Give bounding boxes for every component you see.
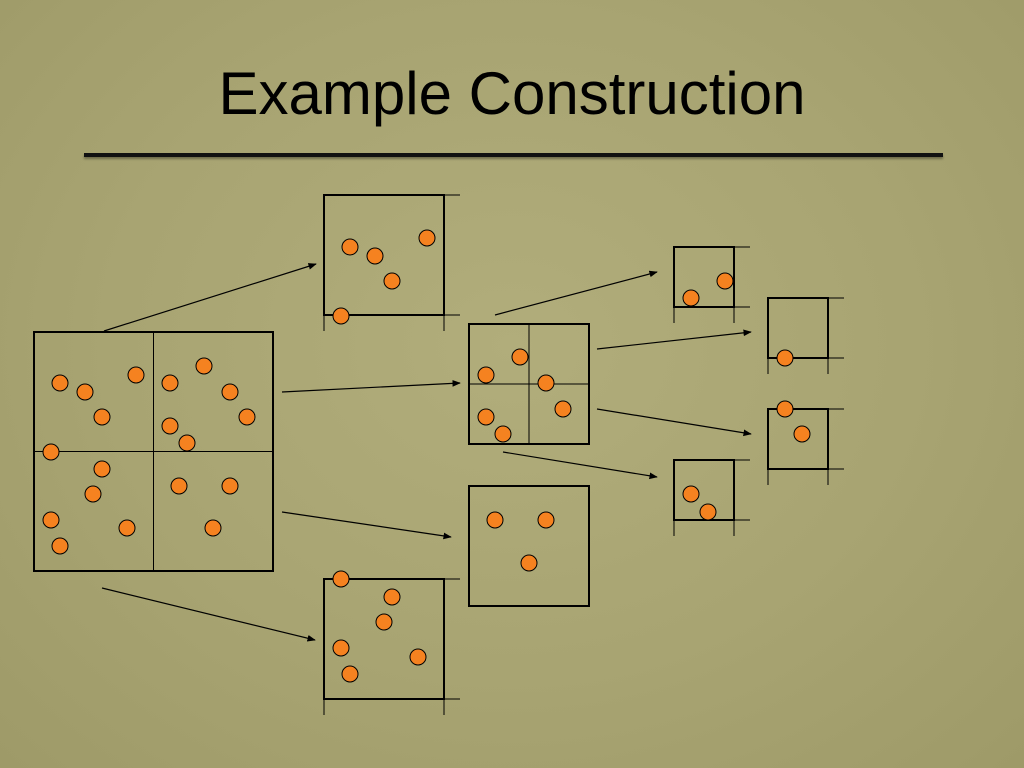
top-child-point [418, 229, 436, 247]
root-point [195, 357, 213, 375]
root-point [51, 537, 69, 555]
root-point [76, 383, 94, 401]
middle-child-point [511, 348, 529, 366]
arrows [101, 263, 752, 642]
top-child-point [383, 272, 401, 290]
grandchild-a-point [682, 289, 700, 307]
right-child-point [537, 511, 555, 529]
middle-child-point [554, 400, 572, 418]
middle-child-point [477, 408, 495, 426]
root-point [221, 477, 239, 495]
bottom-child-box [323, 578, 445, 700]
root-point [170, 477, 188, 495]
root-point [161, 374, 179, 392]
root-point [42, 511, 60, 529]
root-point [84, 485, 102, 503]
top-child-point [332, 307, 350, 325]
top-child-point [341, 238, 359, 256]
title-divider [84, 153, 943, 157]
top-child-point [366, 247, 384, 265]
middle-to-grandchild-d-arrow [502, 451, 658, 480]
middle-to-grandchild-c-arrow [596, 408, 752, 437]
bottom-child-point [383, 588, 401, 606]
boxes [33, 194, 844, 715]
grandchild-d-point [682, 485, 700, 503]
bottom-child-point [375, 613, 393, 631]
grandchild-b-box [767, 297, 829, 359]
root-point [118, 519, 136, 537]
root-to-bottom-arrow [101, 587, 316, 642]
right-child-box [468, 485, 590, 607]
middle-to-grandchild-a-arrow [494, 270, 658, 316]
root-to-right-arrow [281, 511, 452, 540]
grandchild-c-point [776, 400, 794, 418]
middle-child-point [494, 425, 512, 443]
grandchild-b-point [776, 349, 794, 367]
root-point [42, 443, 60, 461]
root-point [93, 408, 111, 426]
root-point [51, 374, 69, 392]
root-point [238, 408, 256, 426]
bottom-child-point [332, 570, 350, 588]
root-point [178, 434, 196, 452]
points [42, 229, 811, 683]
grandchild-a-point [716, 272, 734, 290]
middle-child-point [537, 374, 555, 392]
slide-title: Example Construction [218, 60, 806, 127]
root-point [204, 519, 222, 537]
bottom-child-point [341, 665, 359, 683]
grandchild-d-box [673, 459, 735, 521]
root-point [93, 460, 111, 478]
grandchild-a-box [673, 246, 735, 308]
grandchild-c-point [793, 425, 811, 443]
root-to-middle-arrow [281, 380, 461, 393]
middle-to-grandchild-b-arrow [596, 329, 752, 350]
grandchild-d-point [699, 503, 717, 521]
grandchild-c-box [767, 408, 829, 470]
right-child-point [520, 554, 538, 572]
bottom-child-point [409, 648, 427, 666]
bottom-child-point [332, 639, 350, 657]
root-to-top-arrow [103, 263, 317, 332]
middle-child-point [477, 366, 495, 384]
root-point [127, 366, 145, 384]
top-child-box [323, 194, 445, 316]
root-point [161, 417, 179, 435]
right-child-point [486, 511, 504, 529]
root-point [221, 383, 239, 401]
